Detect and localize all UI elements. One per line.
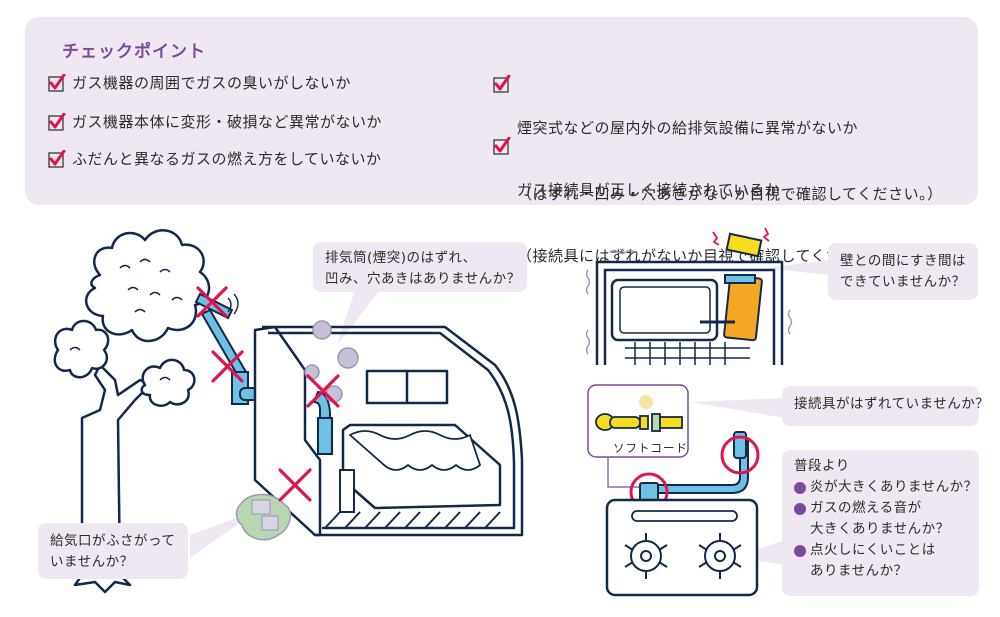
x-mark-icon [196,286,340,502]
callout-text: 大きくありませんか？ [810,521,950,537]
bullet-dot-icon [794,503,806,515]
callout-bullet: 炎が大きくありませんか？ [794,477,977,498]
check-item-text: 煙突式などの屋内外の給排気設備に異常がないか [517,119,859,137]
soft-cord-label: ソフトコード [613,441,688,455]
check-item-text: ガス接続具が正しく接続されているか [517,181,781,199]
check-item: ふだんと異なるガスの燃え方をしていないか [48,148,382,170]
bathroom-floor-stripes [324,511,501,529]
gas-stove-icon [605,498,759,597]
check-item-note: （はずれ・凹み・穴あきがないか目視で確認してください。） [517,185,943,203]
callout-heading: 普段より [794,458,850,474]
checkbox-checked-icon [493,137,511,155]
callout-text: ありませんか？ [810,563,908,579]
callout-text: 凹み、穴あきはありませんか？ [325,271,521,287]
checkbox-checked-icon [48,150,66,168]
check-item-text: ガス機器本体に変形・破損など異常がないか [72,113,383,131]
indoor-exhaust-pipe [312,390,333,455]
callout-text: 接続具がはずれていませんか？ [794,396,990,412]
blocked-intake-icon [235,493,292,541]
vibration-marks [585,249,793,355]
check-item: ガス機器本体に変形・破損など異常がないか [48,111,382,133]
soft-cord-icon [595,395,683,432]
callout-tail-chimney [337,290,380,345]
bullet-dot-icon [794,482,806,494]
callout-bullet: 点火しにくいことは ありませんか？ [794,540,967,582]
callout-text: ガスの燃える音が [810,500,922,516]
callout-usual: 普段より 炎が大きくありませんか？ ガスの燃える音が 大きくありませんか？ 点火… [782,450,979,596]
callout-text: 点火しにくいことは [810,542,936,558]
callout-tail-connector [690,398,785,418]
check-item-text: ガス機器の周囲でガスの臭いがしないか [72,74,352,92]
check-item: 煙突式などの屋内外の給排気設備に異常がないか （はずれ・凹み・穴あきがないか目視… [493,73,943,249]
callout-text: いませんか？ [50,554,134,570]
tile-grid [625,342,750,365]
check-item-text: ふだんと異なるガスの燃え方をしていないか [72,150,382,168]
callout-wall-gap: 壁との間にすき間は できていませんか？ [828,243,978,300]
callout-text: 炎が大きくありませんか？ [810,479,978,495]
callout-text: できていませんか？ [840,274,966,290]
callout-text: 給気口がふさがって [50,533,176,549]
checkbox-checked-icon [48,74,66,92]
bath-top-view [595,260,784,365]
checkbox-checked-icon [48,113,66,131]
callout-tail-wall [765,260,828,275]
checkpoint-title: チェックポイント [62,42,206,62]
alarm-device-icon [712,227,770,258]
water-heater-icon [700,274,763,342]
callout-bullet: ガスの燃える音が 大きくありませんか？ [794,498,967,540]
bullet-dot-icon [794,545,806,557]
callout-connector: 接続具がはずれていませんか？ [782,386,990,426]
tree-texture [69,258,183,381]
checkpoint-panel: チェックポイント [25,17,978,205]
checkbox-checked-icon [493,75,511,93]
callout-intake: 給気口がふさがって いませんか？ [38,523,188,579]
check-item: ガス機器の周囲でガスの臭いがしないか [48,72,351,94]
callout-text: 壁との間にすき間は [840,253,966,269]
bathroom-illustration [253,325,524,537]
callout-text: 排気筒(煙突)のはずれ、 [325,250,477,266]
callout-chimney: 排気筒(煙突)のはずれ、 凹み、穴あきはありませんか？ [313,242,527,292]
smoke-icon [304,320,359,403]
